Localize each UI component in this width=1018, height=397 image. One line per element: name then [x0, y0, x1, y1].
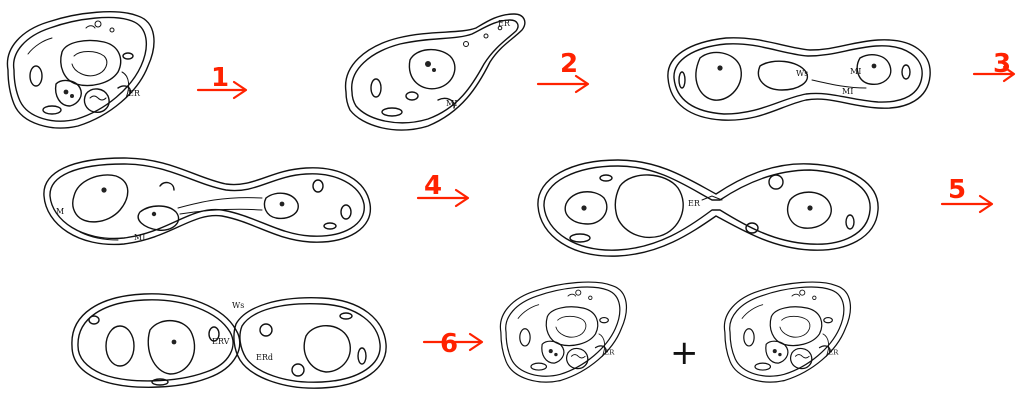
mi-label: MI: [134, 233, 145, 242]
step-6-number: 6: [440, 329, 458, 359]
step-arrow-6: 6: [424, 329, 482, 359]
step-arrow-2: 2: [538, 49, 588, 92]
er-label: ER: [128, 89, 141, 98]
mi-label: MI: [446, 99, 457, 108]
daughter-cell-right: ER: [724, 282, 850, 382]
ws-label: Ws: [796, 69, 808, 78]
stage-3-elongating-cell: Ws MI MI: [668, 38, 930, 120]
ws-label: Ws: [232, 301, 244, 310]
erv-label: ERV: [212, 337, 230, 346]
er-label: ER: [498, 19, 511, 28]
er-label: ER: [828, 349, 839, 357]
step-2-number: 2: [560, 49, 578, 79]
step-3-number: 3: [993, 49, 1011, 79]
stage-1-mother-cell: ER: [7, 12, 154, 128]
er-label: ER: [604, 349, 615, 357]
step-1-number: 1: [211, 63, 229, 93]
er-label: ER: [688, 199, 701, 208]
stage-4-dividing-cell: M MI: [44, 158, 370, 244]
mi-label: MI: [842, 87, 853, 96]
mi-label: MI: [850, 67, 861, 76]
step-arrow-1: 1: [198, 63, 246, 98]
stage-6-separating-cells: Ws ERV ERd: [72, 294, 386, 388]
step-arrow-5: 5: [942, 175, 992, 212]
stage-5-pinching-cell: ER: [538, 160, 878, 256]
m-label: M: [56, 207, 64, 216]
step-arrow-4: 4: [418, 171, 468, 206]
erd-label: ERd: [256, 353, 273, 362]
plus-sign: +: [670, 333, 699, 373]
step-5-number: 5: [948, 175, 966, 205]
stage-2-budding-cell: ER MI: [346, 14, 525, 130]
step-4-number: 4: [424, 171, 442, 201]
daughter-cell-left: ER: [500, 282, 626, 382]
step-arrow-3: 3: [974, 49, 1014, 81]
